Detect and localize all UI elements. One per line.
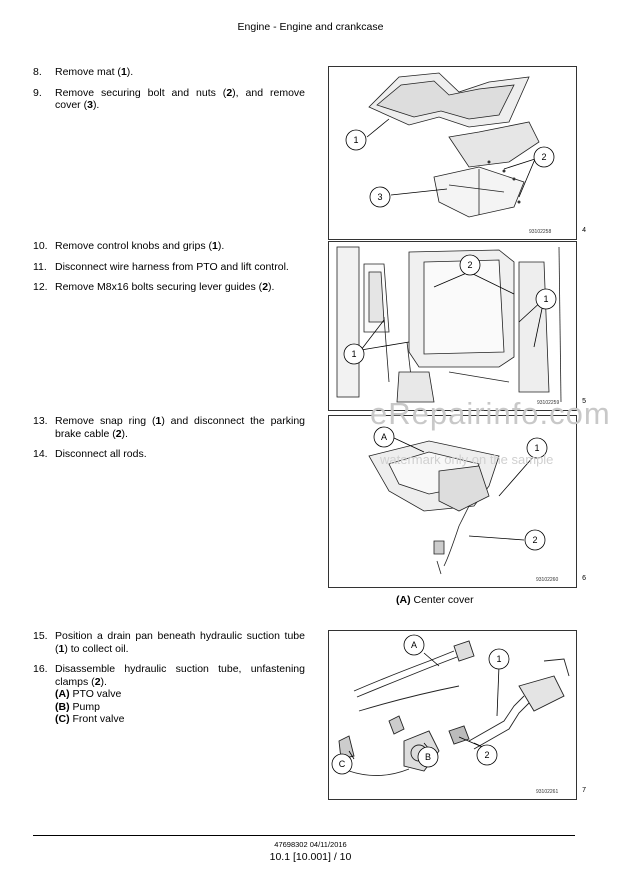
figure-6: A 1 2 93102260 6: [328, 415, 586, 588]
callout-1: 1: [543, 294, 548, 304]
callout-circle: [417, 746, 439, 768]
seat-and-levers-illustration: 2 1 1: [336, 246, 562, 403]
figure-id: 93102260: [536, 577, 559, 583]
callout-b: B: [425, 752, 431, 762]
step-14: 14. Disconnect all rods.: [33, 448, 147, 460]
legend-a: (A) PTO valve: [55, 688, 122, 700]
steps-group-4: 15. Position a drain pan beneath hydraul…: [33, 630, 305, 734]
callout-1: 1: [496, 654, 501, 664]
callout-circle: [331, 753, 353, 775]
callout-circle: [535, 288, 557, 310]
callout-a: A: [381, 432, 387, 442]
mat-and-cover-illustration: 1 2 3: [345, 72, 555, 218]
step-13: 13. Remove snap ring (1) and disconnect …: [33, 415, 306, 440]
figure-number: 4: [582, 227, 586, 234]
callout-2: 2: [541, 152, 546, 162]
footer-divider: [33, 835, 575, 836]
callout-a: A: [411, 640, 417, 650]
step-11: 11. Disconnect wire harness from PTO and…: [33, 260, 289, 273]
figure-5: 2 1 1 93102259 5: [328, 241, 586, 411]
figure-id: 93102259: [537, 400, 560, 406]
figure-number: 7: [582, 787, 586, 794]
callout-2: 2: [467, 260, 472, 270]
callout-c: C: [339, 759, 346, 769]
figure-id: 93102258: [529, 229, 552, 235]
callout-circle: [459, 254, 481, 276]
page-title: Engine - Engine and crankcase: [237, 21, 384, 33]
steps-group-1: 8. Remove mat (1). 9. Remove securing bo…: [33, 66, 305, 120]
legend-b: (B) Pump: [55, 700, 100, 713]
callout-circle: [369, 186, 391, 208]
callout-circle: [403, 634, 425, 656]
callout-circle: [476, 744, 498, 766]
figure-4: 1 2 3 93102258 4: [328, 66, 586, 240]
callout-circle: [343, 343, 365, 365]
footer-page-number: 10.1 [10.001] / 10: [269, 851, 352, 863]
figure-id: 93102261: [536, 789, 559, 795]
figure-7: A 1 B C 2 93102261 7: [328, 630, 586, 800]
step-9: 9. Remove securing bolt and nuts (2), an…: [33, 86, 305, 112]
step-16: 16. Disassemble hydraulic suction tube, …: [33, 663, 305, 725]
step-8: 8. Remove mat (1).: [33, 66, 134, 78]
watermark: eRepairinfo.com: [370, 396, 611, 431]
callout-circle: [345, 129, 367, 151]
callout-circle: [373, 426, 395, 448]
footer-doc-id: 47698302 04/11/2016: [274, 840, 347, 849]
figure-number: 6: [582, 575, 586, 582]
callout-3: 3: [377, 192, 382, 202]
callout-1: 1: [534, 443, 539, 453]
center-cover-illustration: A 1 2: [368, 426, 548, 575]
step-15: 15. Position a drain pan beneath hydraul…: [33, 630, 305, 655]
hydraulic-suction-tube-illustration: A 1 B C 2: [331, 634, 570, 776]
steps-group-3: 13. Remove snap ring (1) and disconnect …: [33, 415, 305, 469]
callout-2: 2: [532, 535, 537, 545]
callout-2: 2: [484, 750, 489, 760]
watermark-note: watermark only on the sample: [380, 452, 554, 467]
figure-number: 5: [582, 398, 586, 405]
callout-1: 1: [353, 135, 358, 145]
steps-group-2: 10. Remove control knobs and grips (1). …: [33, 240, 305, 302]
step-12: 12. Remove M8x16 bolts securing lever gu…: [33, 281, 275, 293]
callout-1: 1: [351, 349, 356, 359]
callout-circle: [533, 146, 555, 168]
callout-circle: [488, 648, 510, 670]
callout-circle: [524, 529, 546, 551]
callout-circle: [526, 437, 548, 459]
legend-c: (C) Front valve: [55, 713, 125, 725]
figure-caption: (A) Center cover: [396, 594, 474, 606]
step-10: 10. Remove control knobs and grips (1).: [33, 240, 225, 252]
